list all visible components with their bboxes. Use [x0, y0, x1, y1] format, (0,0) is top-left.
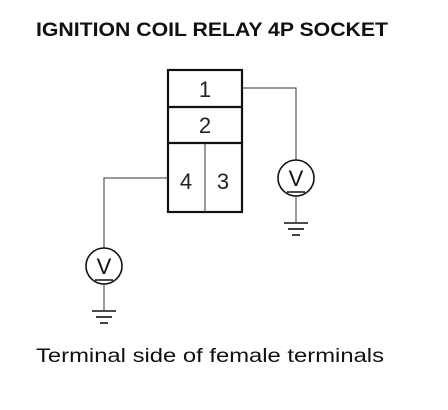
terminal-3-label: 3 — [217, 169, 229, 194]
diagram-caption: Terminal side of female terminals — [36, 346, 384, 367]
left-voltmeter-symbol: V — [97, 254, 112, 279]
terminal-2-label: 2 — [199, 113, 211, 138]
probe-wire-terminal-4 — [103, 177, 168, 248]
diagram-title: IGNITION COIL RELAY 4P SOCKET — [36, 20, 388, 41]
probe-wire-terminal-1 — [242, 87, 297, 160]
terminal-1-label: 1 — [199, 77, 211, 102]
relay-socket: 1 2 4 3 — [166, 68, 244, 214]
terminal-4-label: 4 — [180, 169, 192, 194]
right-voltmeter: V — [277, 159, 315, 197]
left-voltmeter: V — [85, 247, 123, 285]
right-voltmeter-symbol: V — [289, 166, 304, 191]
right-ground-icon — [284, 222, 308, 236]
left-ground-icon — [92, 310, 116, 324]
